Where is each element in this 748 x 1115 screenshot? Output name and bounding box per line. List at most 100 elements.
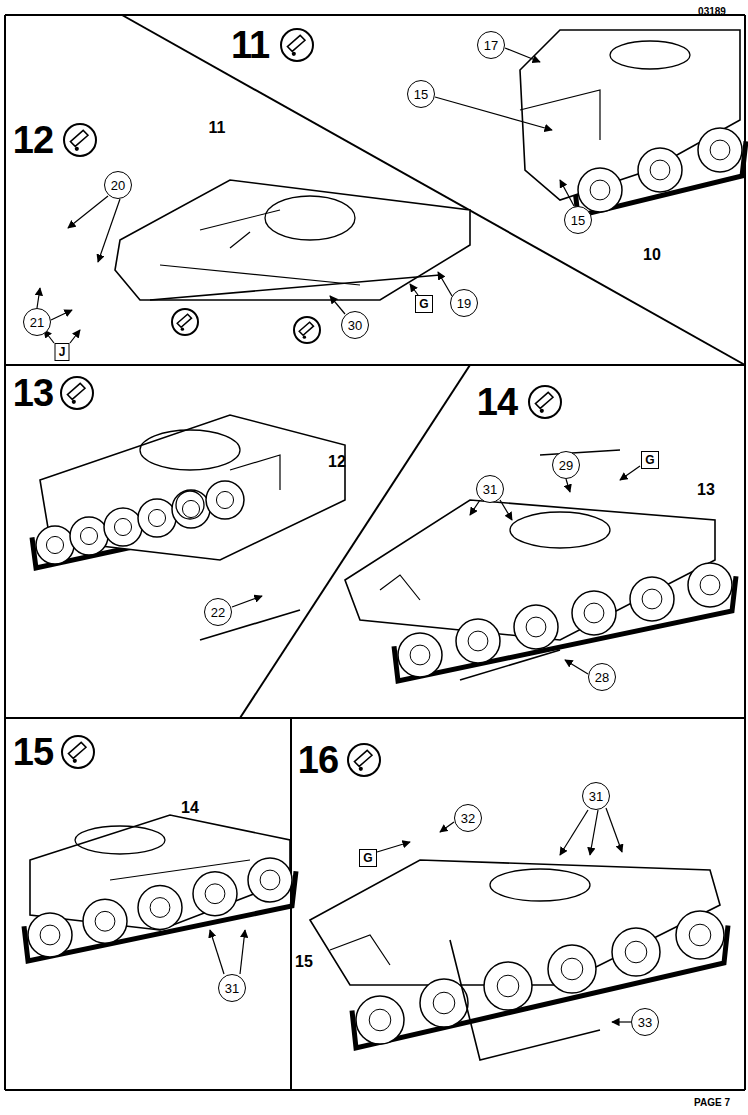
- road-wheel: [36, 526, 74, 564]
- label-text: 21: [30, 315, 44, 330]
- callout-number: 29: [552, 451, 580, 479]
- label-text: 29: [559, 458, 573, 473]
- wheel-hub: [584, 603, 604, 623]
- hull: [520, 30, 740, 200]
- glue-tube: [299, 322, 313, 335]
- hull-detail: [230, 232, 250, 248]
- label-text: 12: [13, 119, 53, 162]
- road-wheel: [638, 148, 682, 192]
- wheel-hub: [700, 575, 720, 595]
- leader-line: [330, 296, 345, 314]
- color-code: J: [55, 343, 70, 361]
- tank-drawing: [520, 30, 746, 216]
- road-wheel: [572, 591, 616, 635]
- wheel-hub: [433, 992, 455, 1014]
- glue-ring: [61, 377, 93, 409]
- hatch-ring: [75, 826, 165, 854]
- part-outline: [460, 650, 560, 680]
- callout-number: 33: [631, 1008, 659, 1036]
- callout-number: 17: [477, 31, 505, 59]
- leader-line: [410, 284, 418, 295]
- part-label: 13: [697, 481, 715, 499]
- callout-number: 30: [341, 311, 369, 339]
- tank-drawing: [24, 815, 296, 961]
- hull: [115, 180, 470, 300]
- callout-number: 21: [23, 308, 51, 336]
- road-wheel: [206, 481, 244, 519]
- hull-detail: [230, 455, 280, 490]
- part-label: 15: [295, 953, 313, 971]
- road-wheel: [630, 577, 674, 621]
- road-wheel: [676, 911, 724, 959]
- part-outline: [540, 450, 620, 455]
- leader-line: [68, 196, 108, 228]
- road-wheel: [28, 913, 72, 957]
- glue-icon: [61, 377, 93, 409]
- glue-drop: [73, 759, 77, 763]
- road-wheel: [578, 168, 622, 212]
- callout-number: 15: [407, 80, 435, 108]
- label-text: 14: [181, 799, 199, 817]
- leader-line: [210, 930, 224, 974]
- glue-ring: [62, 736, 94, 768]
- glue-icon: [62, 736, 94, 768]
- color-code: G: [641, 451, 659, 469]
- leader-line: [606, 808, 622, 852]
- label-text: 12: [328, 453, 346, 471]
- glue-drop: [72, 400, 76, 404]
- road-wheel: [193, 872, 237, 916]
- step-number: 11: [231, 24, 269, 67]
- panel-border: [4, 15, 6, 1090]
- glue-tube: [68, 742, 86, 758]
- panel-border: [5, 364, 745, 366]
- label-text: PAGE 7: [694, 1097, 730, 1108]
- glue-drop: [181, 327, 184, 330]
- glue-ring: [172, 309, 198, 335]
- leader-line: [470, 500, 480, 515]
- label-text: 10: [643, 246, 661, 264]
- road-wheel: [514, 605, 558, 649]
- glue-tube: [70, 130, 88, 146]
- glue-icon: [172, 309, 198, 335]
- callout-number: 31: [218, 974, 246, 1002]
- label-text: 28: [595, 670, 609, 685]
- color-code: G: [359, 849, 377, 867]
- glue-icon: [281, 29, 313, 61]
- label-text: J: [59, 345, 66, 359]
- label-text: 32: [461, 811, 475, 826]
- glue-tube: [287, 35, 305, 51]
- callout-number: 19: [450, 289, 478, 317]
- road-wheel: [356, 996, 404, 1044]
- label-text: 19: [457, 296, 471, 311]
- label-text: 33: [638, 1015, 652, 1030]
- color-code: G: [415, 295, 433, 313]
- step-number: 15: [13, 731, 53, 774]
- label-text: 17: [484, 38, 498, 53]
- leader-line: [240, 930, 245, 974]
- leader-line: [438, 272, 452, 296]
- panel-border: [5, 14, 745, 16]
- part-label: 10: [643, 246, 661, 264]
- road-wheel: [456, 619, 500, 663]
- label-text: 31: [589, 789, 603, 804]
- road-wheel: [248, 858, 292, 902]
- label-text: G: [363, 851, 372, 865]
- label-text: G: [419, 297, 428, 311]
- callout-number: 31: [476, 475, 504, 503]
- road-wheel: [172, 490, 210, 528]
- road-wheel: [484, 962, 532, 1010]
- part-outline: [450, 940, 600, 1060]
- wheel-hub: [216, 491, 233, 508]
- step-number: 16: [298, 739, 338, 782]
- road-wheel: [612, 928, 660, 976]
- glue-ring: [281, 29, 313, 61]
- hatch-ring: [265, 196, 355, 240]
- glue-tube: [354, 750, 372, 766]
- hull-detail: [520, 90, 600, 140]
- callout-number: 31: [582, 782, 610, 810]
- wheel-hub: [590, 180, 610, 200]
- label-text: 30: [348, 318, 362, 333]
- glue-drop: [540, 409, 544, 413]
- glue-icon: [348, 744, 380, 776]
